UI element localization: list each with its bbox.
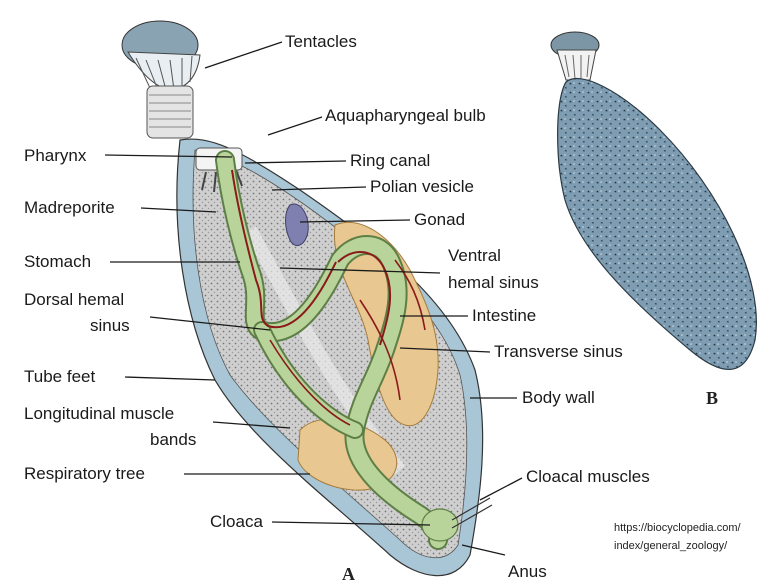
leader-aquapharyngeal-bulb (268, 117, 322, 135)
label-ventral-hemal-sinus-line1: Ventral (448, 246, 501, 266)
figure-label-a: A (342, 564, 355, 585)
label-transverse-sinus: Transverse sinus (494, 342, 623, 362)
leader-ring-canal (245, 161, 346, 163)
whole-body-shape (558, 79, 757, 370)
figure-b-body (551, 32, 756, 369)
label-longitudinal-muscle-line1: Longitudinal muscle (24, 404, 174, 424)
label-cloaca: Cloaca (210, 512, 263, 532)
source-line-1: https://biocyclopedia.com/ (614, 520, 741, 536)
label-tube-feet: Tube feet (24, 367, 95, 387)
leader-tentacles (205, 42, 282, 68)
label-intestine: Intestine (472, 306, 536, 326)
leader-tube-feet (125, 377, 215, 380)
label-madreporite: Madreporite (24, 198, 115, 218)
label-anus: Anus (508, 562, 547, 582)
label-ring-canal: Ring canal (350, 151, 430, 171)
label-ventral-hemal-sinus-line2: hemal sinus (448, 273, 539, 293)
figure-a-body (122, 21, 492, 576)
label-dorsal-hemal-sinus-line2: sinus (90, 316, 130, 336)
label-cloacal-muscles: Cloacal muscles (526, 467, 650, 487)
tentacle-crown (122, 21, 200, 138)
label-stomach: Stomach (24, 252, 91, 272)
label-dorsal-hemal-sinus-line1: Dorsal hemal (24, 290, 124, 310)
figure-label-b: B (706, 388, 718, 409)
label-pharynx: Pharynx (24, 146, 86, 166)
label-body-wall: Body wall (522, 388, 595, 408)
label-respiratory-tree: Respiratory tree (24, 464, 145, 484)
label-gonad: Gonad (414, 210, 465, 230)
label-longitudinal-muscle-line2: bands (150, 430, 196, 450)
leader-cloacal-muscles (480, 478, 522, 500)
label-tentacles: Tentacles (285, 32, 357, 52)
label-polian-vesicle: Polian vesicle (370, 177, 474, 197)
source-line-2: index/general_zoology/ (614, 538, 727, 554)
label-aquapharyngeal-bulb: Aquapharyngeal bulb (325, 106, 486, 126)
